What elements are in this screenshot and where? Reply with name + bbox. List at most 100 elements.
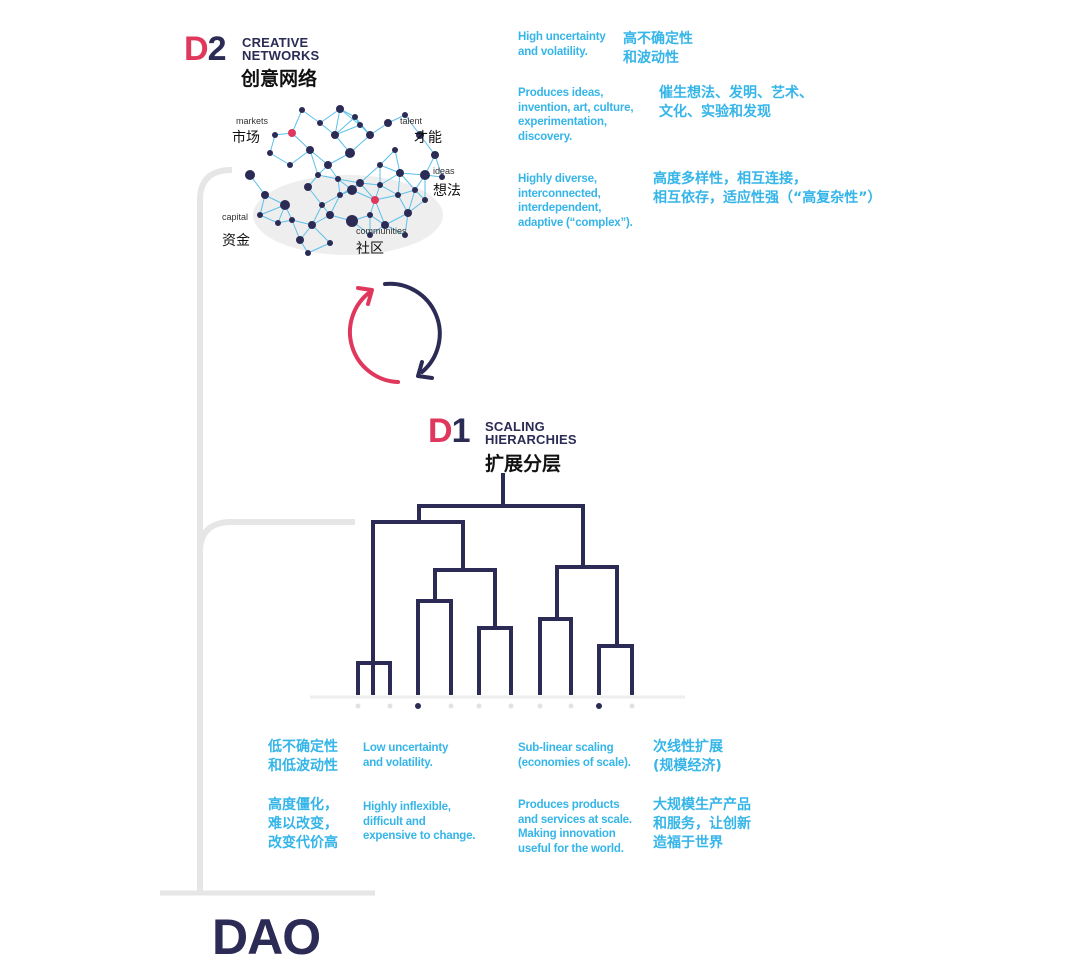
network-node	[404, 209, 412, 217]
brain-label-capital-zh: 资金	[222, 233, 250, 249]
brain-label-communities-zh: 社区	[356, 241, 384, 257]
network-edge	[404, 114, 421, 136]
d1-desc-left-1-zh: 低不确定性 和低波动性	[268, 739, 338, 774]
d1-badge: D1	[428, 412, 470, 450]
network-edge	[334, 116, 356, 136]
network-node	[272, 132, 278, 138]
d1-desc-right-2-zh: 大规模生产产品 和服务，让创新 造福于世界	[653, 797, 751, 851]
d1-desc-right-1-zh: 次线性扩展 (规模经济)	[653, 739, 723, 774]
leaf-dot	[537, 703, 543, 709]
network-edge	[307, 242, 331, 254]
network-edge	[301, 109, 321, 124]
network-node	[431, 151, 439, 159]
d2-desc-3-zh: 高度多样性，相互连接， 相互依存，适应性强（“高复杂性”）	[653, 171, 882, 206]
leaf-dot	[355, 703, 361, 709]
network-node	[347, 185, 357, 195]
d2-desc-2-en: Produces ideas, invention, art, culture,…	[518, 87, 634, 143]
brain-label-capital-en: capital	[222, 212, 249, 222]
network-edge	[317, 174, 339, 180]
leaf-dot	[508, 703, 514, 709]
brain-label-communities-en: communities	[356, 226, 407, 236]
network-node	[296, 236, 304, 244]
d1-desc-left-1-en: Low uncertainty and volatility.	[363, 742, 449, 769]
d2-title-zh: 创意网络	[241, 68, 318, 90]
network-node	[352, 114, 358, 120]
d2-desc-1-zh: 高不确定性 和波动性	[623, 31, 693, 66]
network-node	[267, 150, 273, 156]
network-node	[412, 187, 418, 193]
network-node	[275, 220, 281, 226]
network-node	[371, 196, 379, 204]
network-node	[335, 176, 341, 182]
network-node	[308, 221, 316, 229]
network-node	[305, 250, 311, 256]
network-node	[280, 200, 290, 210]
cycle-arrows	[347, 281, 442, 384]
network-edge	[407, 189, 416, 214]
d1-title-zh: 扩展分层	[485, 453, 562, 475]
brain-network	[245, 105, 445, 256]
network-node	[366, 131, 374, 139]
cycle-arrow-pink	[347, 290, 400, 384]
brain-label-markets-zh: 市场	[232, 130, 260, 146]
hierarchy-dendrogram	[310, 473, 685, 709]
network-node	[261, 191, 269, 199]
network-node	[395, 192, 401, 198]
d1-desc-right-2-en: Produces products and services at scale.…	[518, 799, 632, 855]
network-edge	[321, 194, 341, 206]
network-node	[245, 170, 255, 180]
brain-label-talent-zh: 才能	[414, 130, 442, 146]
network-node	[396, 169, 404, 177]
network-edge	[311, 224, 331, 244]
dao-label: DAO	[212, 909, 321, 965]
network-edge	[269, 134, 276, 154]
network-node	[420, 170, 430, 180]
d1-desc-left-2-zh: 高度僵化， 难以改变， 改变代价高	[268, 797, 338, 851]
network-edge	[291, 132, 311, 151]
network-node	[367, 212, 373, 218]
network-node	[384, 119, 392, 127]
leaf-dot	[415, 703, 421, 709]
network-edge	[379, 184, 399, 196]
leaf-dot	[568, 703, 574, 709]
network-edge	[309, 149, 319, 176]
network-edge	[374, 199, 386, 226]
network-edge	[334, 124, 361, 136]
network-edge	[384, 212, 409, 226]
d1-title-en: SCALING HIERARCHIES	[485, 419, 577, 447]
network-node	[381, 221, 389, 229]
network-edge	[339, 108, 361, 126]
network-edge	[289, 149, 311, 166]
network-node	[319, 202, 325, 208]
network-node	[324, 161, 332, 169]
network-node	[439, 174, 445, 180]
d1-desc-left-2-en: Highly inflexible, difficult and expensi…	[363, 801, 476, 842]
network-node	[306, 146, 314, 154]
network-node	[315, 172, 321, 178]
network-node	[257, 212, 263, 218]
brain-label-talent-en: talent	[400, 116, 423, 126]
leaf-dot	[629, 703, 635, 709]
network-node	[402, 112, 408, 118]
d2-desc-2-zh: 催生想法、发明、艺术、 文化、实验和发现	[659, 85, 813, 120]
network-node	[288, 129, 296, 137]
network-edge	[359, 164, 381, 184]
d1-desc-right-1-en: Sub-linear scaling (economies of scale).	[518, 742, 631, 769]
network-node	[346, 215, 358, 227]
brain-label-ideas-en: ideas	[433, 166, 455, 176]
network-node	[337, 192, 343, 198]
leaf-dot	[387, 703, 393, 709]
network-node	[327, 240, 333, 246]
leaf-dot	[448, 703, 454, 709]
network-node	[304, 183, 312, 191]
network-node	[377, 162, 383, 168]
cycle-arrow-navy	[383, 281, 442, 374]
network-edge	[419, 134, 436, 156]
network-node	[289, 217, 295, 223]
network-node	[416, 131, 424, 139]
network-node	[287, 162, 293, 168]
network-node	[377, 182, 383, 188]
brain-label-markets-en: markets	[236, 116, 269, 126]
network-edge	[291, 109, 303, 134]
d2-badge: D2	[184, 30, 226, 68]
